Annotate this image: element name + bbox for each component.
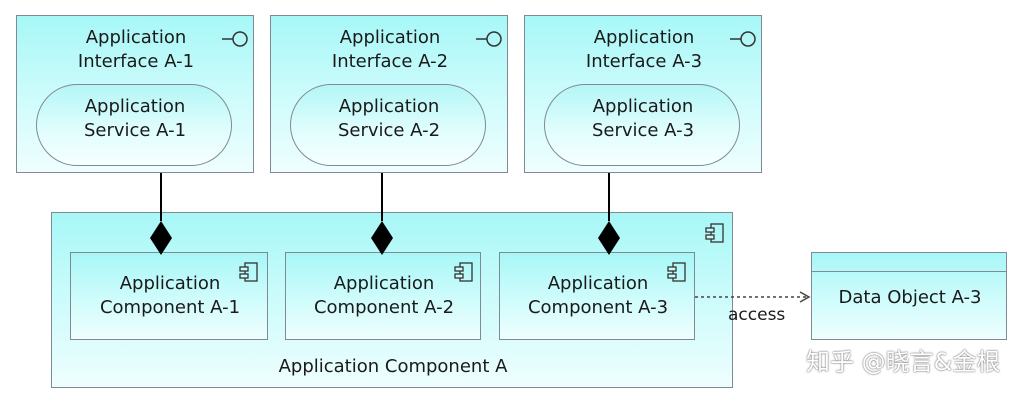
component-icon (705, 223, 724, 243)
interface-lollipop-icon (730, 31, 756, 47)
interface-a2-label: Application Interface A-2 (331, 27, 449, 72)
application-service-a2[interactable]: Application Service A-2 (290, 84, 486, 166)
access-arrowhead (799, 291, 811, 303)
service-a1-label: Application Service A-1 (83, 96, 187, 141)
component-a3-label: Application Component A-3 (527, 273, 669, 318)
data-object-header-divider (812, 271, 1006, 272)
application-component-a1[interactable]: Application Component A-1 (70, 252, 268, 340)
access-relation-label: access (728, 305, 786, 325)
component-icon (454, 262, 473, 282)
service-a2-label: Application Service A-2 (337, 96, 441, 141)
application-component-a-label: Application Component A (278, 356, 508, 377)
component-a1-label: Application Component A-1 (99, 273, 241, 318)
interface-lollipop-icon (476, 31, 502, 47)
application-component-a2[interactable]: Application Component A-2 (285, 252, 481, 340)
application-component-a3[interactable]: Application Component A-3 (499, 252, 695, 340)
component-a2-label: Application Component A-2 (313, 273, 455, 318)
service-a3-label: Application Service A-3 (591, 96, 695, 141)
composition-diamond-1 (150, 221, 172, 255)
interface-lollipop-icon (222, 31, 248, 47)
composition-diamond-2 (371, 221, 393, 255)
data-object-label: Data Object A-3 (838, 287, 982, 308)
component-icon (667, 262, 686, 282)
application-service-a1[interactable]: Application Service A-1 (36, 84, 232, 166)
component-icon (239, 262, 258, 282)
composition-diamond-3 (598, 221, 620, 255)
interface-a3-label: Application Interface A-3 (585, 27, 703, 72)
data-object-a3[interactable]: Data Object A-3 (811, 252, 1007, 340)
interface-a1-label: Application Interface A-1 (77, 27, 195, 72)
application-service-a3[interactable]: Application Service A-3 (544, 84, 740, 166)
watermark: 知乎 @晓言&金根 (806, 348, 1001, 376)
